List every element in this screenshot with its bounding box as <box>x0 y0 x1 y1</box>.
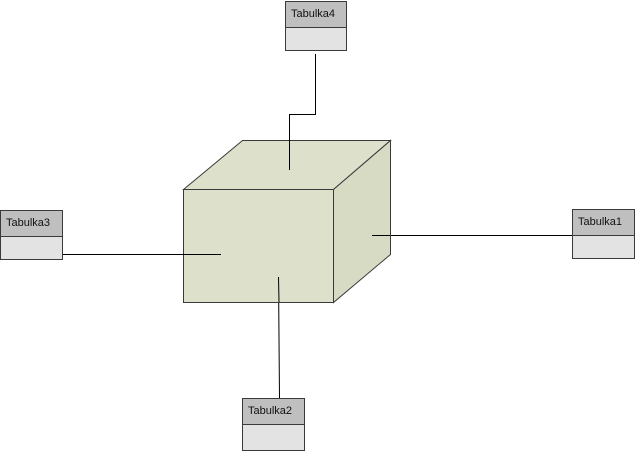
table-tabulka3-header: Tabulka3 <box>1 211 62 237</box>
connector-tabulka2-inner <box>278 276 280 303</box>
cube <box>182 139 392 304</box>
table-tabulka2[interactable]: Tabulka2 <box>242 398 305 451</box>
table-tabulka1-body <box>573 236 634 258</box>
table-tabulka1-header: Tabulka1 <box>573 210 634 236</box>
table-tabulka1[interactable]: Tabulka1 <box>572 209 635 259</box>
table-tabulka2-body <box>243 425 304 450</box>
table-tabulka2-header: Tabulka2 <box>243 399 304 425</box>
inner-connectors <box>183 140 390 303</box>
cube-front-face <box>183 189 334 303</box>
table-tabulka3[interactable]: Tabulka3 <box>0 210 63 260</box>
table-tabulka3-body <box>1 237 62 259</box>
table-tabulka4-header: Tabulka4 <box>286 2 346 28</box>
table-tabulka4-body <box>286 28 346 50</box>
table-tabulka4[interactable]: Tabulka4 <box>285 1 347 51</box>
